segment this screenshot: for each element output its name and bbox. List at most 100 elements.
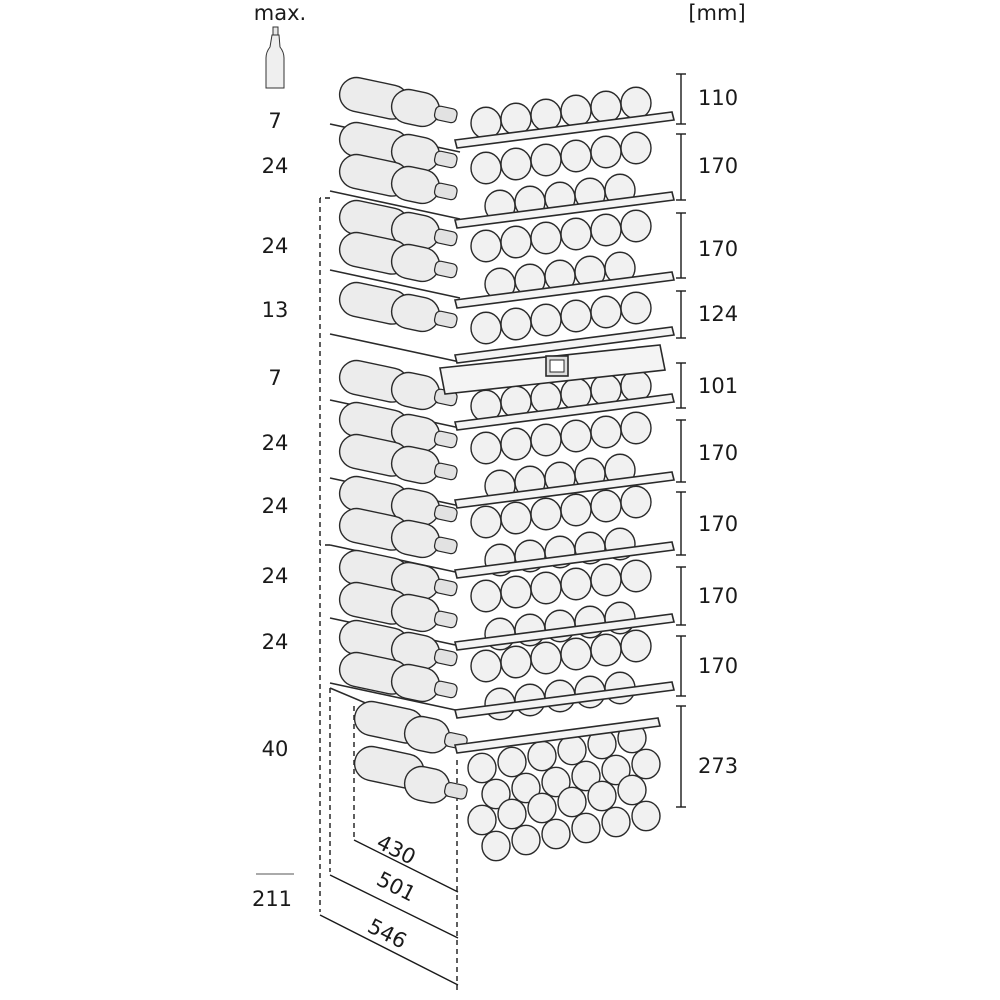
bottle-end (587, 780, 617, 812)
bottle-end (601, 806, 631, 838)
height-label: 170 (698, 512, 738, 536)
bottle-end (590, 135, 622, 169)
bottle-end (620, 209, 652, 243)
bottle-end (620, 485, 652, 519)
height-label: 110 (698, 86, 738, 110)
bottle-count: 24 (262, 630, 289, 654)
shelf-front-bar (454, 326, 675, 364)
bottle-end (560, 637, 592, 671)
bottle-count: 24 (262, 234, 289, 258)
bottle-end (560, 299, 592, 333)
bottle (390, 413, 458, 453)
bottle-end (590, 295, 622, 329)
bottle-end (511, 824, 541, 856)
bottle-neck (433, 150, 458, 169)
bottle-end (500, 501, 532, 535)
shelf-side-rail (329, 333, 461, 363)
bottle-end (470, 229, 502, 263)
shelf-front-bar (454, 541, 675, 579)
shelf-front-bar (454, 681, 675, 719)
bottle-end (560, 94, 592, 128)
bottle (390, 631, 458, 671)
bottle-end (470, 579, 502, 613)
height-bracket: 124 (676, 290, 738, 339)
height-label: 170 (698, 237, 738, 261)
bottle-end (470, 649, 502, 683)
depth-dimension: 546 (319, 914, 459, 986)
bottle-end (560, 217, 592, 251)
bottle-end (620, 291, 652, 325)
shelf-front-bar (454, 471, 675, 509)
height-bracket: 110 (676, 73, 738, 125)
bottle (390, 211, 458, 251)
bottle-end (470, 311, 502, 345)
bottle-end (620, 411, 652, 445)
height-label: 101 (698, 374, 738, 398)
shelf-side-rail (329, 682, 461, 712)
bottle-end (467, 752, 497, 784)
bottle-end (560, 139, 592, 173)
shelf-front-bar (454, 613, 675, 651)
shelf-front-bar (454, 717, 661, 754)
bottle-end (470, 505, 502, 539)
bottle-count: 24 (262, 494, 289, 518)
bottle (390, 371, 458, 411)
bottle-neck (433, 578, 458, 597)
height-bracket: 101 (676, 362, 738, 409)
bottle-end (590, 415, 622, 449)
bottle (390, 663, 458, 703)
bottle-end (500, 645, 532, 679)
bottle-neck (433, 536, 458, 555)
bottle-end (497, 798, 527, 830)
bottle-neck (433, 504, 458, 523)
height-label: 170 (698, 654, 738, 678)
bottle-end (590, 213, 622, 247)
bottle-end (500, 225, 532, 259)
bottle-end (601, 754, 631, 786)
bottle-end (530, 571, 562, 605)
bottle-end (530, 143, 562, 177)
shelf-side-rail (329, 190, 461, 220)
depth-label: 546 (364, 914, 411, 954)
shelf-front-bar (454, 393, 675, 431)
bottle-count-column: 7 24 24 13 7 24 24 24 24 40 211 (252, 109, 294, 911)
height-bracket: 170 (676, 212, 738, 279)
bottle-end (530, 641, 562, 675)
bottle-neck (433, 182, 458, 201)
max-label: max. (254, 1, 306, 25)
bottle-end (497, 746, 527, 778)
height-label: 170 (698, 154, 738, 178)
bottle-end (560, 419, 592, 453)
bottle-count: 7 (268, 366, 281, 390)
bottle-end (631, 800, 661, 832)
wine-bottle-icon (265, 26, 285, 89)
depth-dimensions: 430 501 546 (319, 830, 459, 986)
bottle-neck (433, 462, 458, 481)
bottle-end (590, 633, 622, 667)
shelf-label-window (549, 359, 565, 373)
bottle (390, 487, 458, 527)
bottle-end (560, 493, 592, 527)
bottle-end (481, 778, 511, 810)
unit-label: [mm] (688, 1, 745, 25)
height-bracket: 170 (676, 635, 738, 697)
bottle-neck (433, 430, 458, 449)
bottle-end (481, 830, 511, 862)
bottle-end (530, 221, 562, 255)
bottle-end (530, 98, 562, 132)
bottle-end (620, 629, 652, 663)
bottle-count: 13 (262, 298, 289, 322)
bottle-end (500, 307, 532, 341)
bottle-end (527, 740, 557, 772)
bottle-neck (433, 610, 458, 629)
bottle-end (571, 760, 601, 792)
bottle-end (530, 497, 562, 531)
bottle-end (511, 772, 541, 804)
height-bracket: 273 (676, 705, 738, 808)
height-dimension-column: 110 170 170 124 101 170 170 170 (676, 73, 738, 808)
bottle-end (470, 431, 502, 465)
bottle-end (571, 812, 601, 844)
bottle-end (557, 786, 587, 818)
bottle-end (530, 423, 562, 457)
